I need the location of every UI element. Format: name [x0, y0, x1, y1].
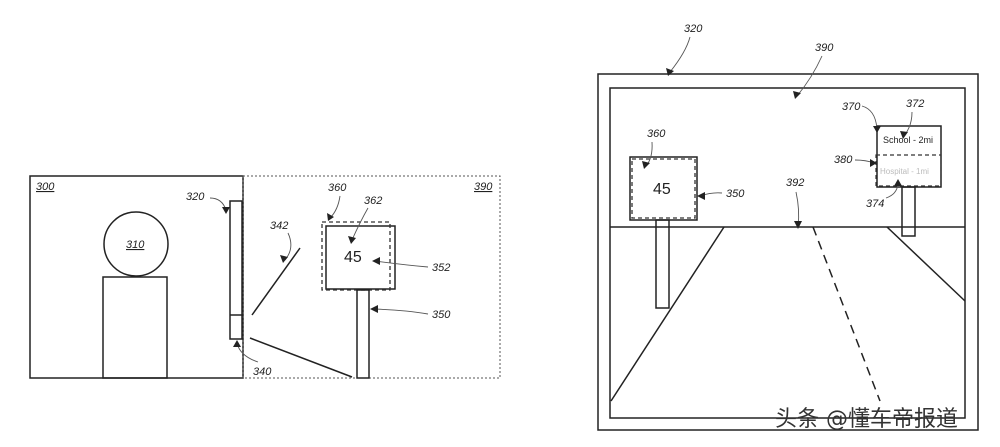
ref-350: 350 [432, 309, 451, 321]
ref-320: 320 [186, 191, 205, 203]
speed-sign-overlay [321, 221, 391, 291]
windshield-frame-outer [597, 73, 979, 431]
ref-340: 340 [253, 366, 272, 378]
arrowheads [222, 68, 908, 347]
speed-sign-value: 45 [653, 181, 671, 198]
windshield-frame-inner [609, 87, 966, 419]
ref-362: 362 [364, 195, 382, 207]
speed-sign-value: 45 [344, 249, 362, 266]
road-edge-right [886, 226, 966, 302]
speed-sign-face [325, 225, 396, 290]
ref-372: 372 [906, 98, 924, 110]
ref-300: 300 [36, 181, 55, 193]
occupant-body [102, 276, 168, 379]
leader-360 [329, 195, 341, 219]
left-figure: 45 300 310 320 340 342 360 362 390 352 3… [29, 175, 501, 379]
ref-320: 320 [684, 23, 703, 35]
sight-line-upper [251, 247, 301, 316]
ref-350: 350 [726, 188, 745, 200]
sight-line-lower [249, 337, 353, 378]
leader-320 [669, 36, 691, 73]
windshield-display [229, 200, 243, 340]
watermark-text: 头条 @懂车帝报道 [775, 407, 958, 432]
info-sign-overlay [875, 154, 942, 187]
ref-310: 310 [126, 239, 145, 251]
ref-352: 352 [432, 262, 450, 274]
info-sign-faded-text: Hospital - 1mi [880, 167, 929, 176]
speed-sign-post [356, 289, 370, 379]
ref-360: 360 [328, 182, 347, 194]
ref-390: 390 [815, 42, 834, 54]
occupant-head [103, 211, 169, 277]
ref-370: 370 [842, 101, 861, 113]
ref-342: 342 [270, 220, 288, 232]
leader-350 [372, 308, 429, 315]
road-center-dashed [812, 226, 881, 402]
exterior-view-box [242, 175, 501, 379]
info-sign-post [901, 186, 916, 237]
ref-380: 380 [834, 154, 853, 166]
ref-392: 392 [786, 177, 804, 189]
leader-342 [284, 232, 292, 261]
ref-360: 360 [647, 128, 666, 140]
ref-374: 374 [866, 198, 884, 210]
leader-352 [374, 260, 429, 268]
leader-392 [795, 191, 800, 227]
speed-sign-post [655, 219, 670, 309]
leader-362 [351, 207, 369, 241]
leader-390 [796, 55, 823, 97]
right-figure: 45 School - 2mi Hospital - 1mi 320 390 3… [597, 23, 979, 431]
ref-390: 390 [474, 181, 493, 193]
speed-sign-overlay [631, 158, 696, 219]
info-sign-text: School - 2mi [883, 135, 933, 145]
road-edge-left [610, 226, 725, 402]
